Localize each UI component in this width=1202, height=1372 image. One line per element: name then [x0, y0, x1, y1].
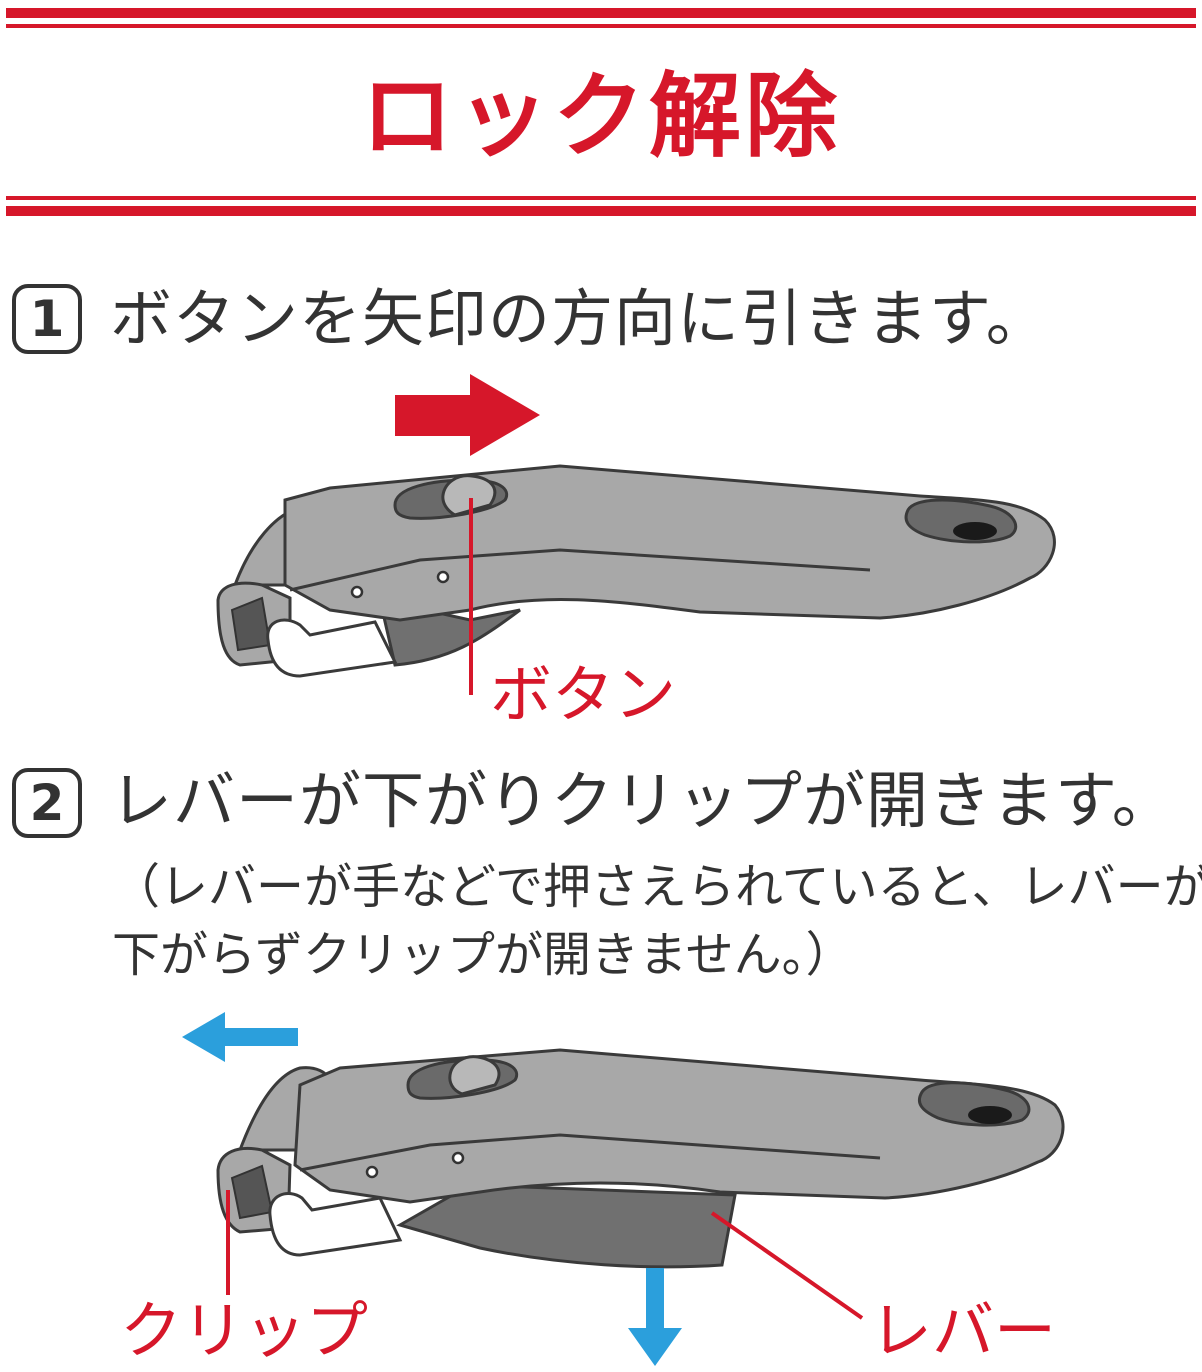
button-callout-label: ボタン	[490, 658, 677, 731]
blue-left-arrow-icon	[182, 1012, 298, 1062]
step-1-instruction: ボタンを矢印の方向に引きます。	[110, 282, 1049, 355]
top-rule-thin	[6, 24, 1196, 28]
page-title: ロック解除	[360, 63, 841, 170]
step-1-number: 1	[12, 284, 82, 354]
step-2-illustration	[182, 1012, 1065, 1366]
step-2-note-line-2: 下がらずクリップが開きません。）	[112, 927, 854, 983]
clip-callout-label: クリップ	[120, 1294, 369, 1367]
lever-callout-label: レバー	[870, 1294, 1057, 1367]
step-1-illustration	[216, 374, 1056, 695]
step-2-number: 2	[12, 768, 82, 838]
blue-down-arrow-icon	[628, 1268, 682, 1366]
lever-callout-line	[710, 1211, 864, 1320]
top-rule-thick	[6, 8, 1196, 18]
step-2-note-line-1: （レバーが手などで押さえられていると、レバーが	[112, 859, 1202, 915]
bottom-rule-thick	[6, 206, 1196, 216]
step-2-instruction: レバーが下がりクリップが開きます。	[110, 764, 1175, 837]
red-right-arrow-icon	[395, 374, 540, 456]
bottom-rule-thin	[6, 196, 1196, 200]
